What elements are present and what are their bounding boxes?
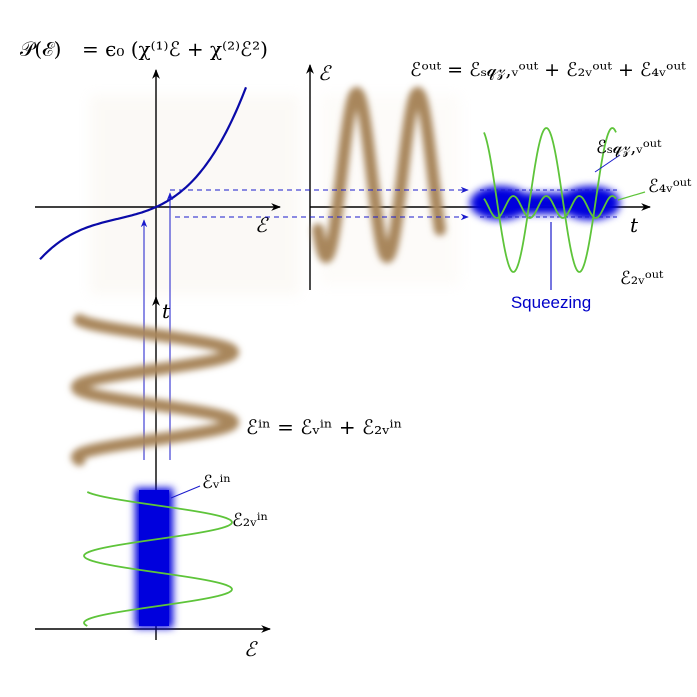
output-4nu-label: ℰ₄ᵥᵒᵘᵗ bbox=[648, 176, 692, 197]
output-field-axis-label: ℰ bbox=[318, 61, 332, 85]
output-field-equation: ℰᵒᵘᵗ = ℰₛ𝓆𝓏,ᵥᵒᵘᵗ + ℰ₂ᵥᵒᵘᵗ + ℰ₄ᵥᵒᵘᵗ bbox=[410, 59, 686, 81]
input-nu-label: ℰᵥⁱⁿ bbox=[202, 472, 231, 493]
output-time-axis-label: t bbox=[630, 213, 639, 237]
output-2nu-wave bbox=[483, 127, 617, 273]
response-x-axis-label: ℰ bbox=[255, 213, 269, 237]
output-sqz-pointer bbox=[594, 154, 621, 173]
input-time-axis-label: t bbox=[162, 299, 171, 323]
response-plot: ℰ 𝒫(ℰ) = ϵ₀ (χ⁽¹⁾ℰ + χ⁽²⁾ℰ²) bbox=[20, 37, 281, 300]
input-nu-pointer bbox=[170, 485, 201, 499]
input-2nu-label: ℰ₂ᵥⁱⁿ bbox=[232, 510, 268, 531]
transfer-arrows bbox=[140, 186, 469, 460]
input-field-equation: ℰⁱⁿ = ℰᵥⁱⁿ + ℰ₂ᵥⁱⁿ bbox=[246, 415, 402, 439]
output-total-field-wave bbox=[312, 86, 446, 264]
input-plot: t ℰ ℰⁱⁿ = ℰᵥⁱⁿ + ℰ₂ᵥⁱⁿ ℰᵥⁱⁿ ℰ₂ᵥⁱⁿ bbox=[35, 296, 402, 661]
input-2nu-wave bbox=[83, 491, 233, 627]
polarization-equation-rhs: = ϵ₀ (χ⁽¹⁾ℰ + χ⁽²⁾ℰ²) bbox=[82, 37, 268, 61]
input-field-axis-label: ℰ bbox=[244, 637, 258, 661]
output-sqz-label: ℰₛ𝓆𝓏,ᵥᵒᵘᵗ bbox=[596, 137, 662, 158]
input-total-field-wave bbox=[70, 314, 240, 466]
output-4nu-pointer bbox=[617, 191, 646, 201]
output-plot: ℰ t ℰᵒᵘᵗ = ℰₛ𝓆𝓏,ᵥᵒᵘᵗ + ℰ₂ᵥᵒᵘᵗ + ℰ₄ᵥᵒᵘᵗ ℰ… bbox=[306, 59, 692, 312]
output-4nu-wave bbox=[483, 195, 617, 219]
polarization-equation-lhs: 𝒫(ℰ) bbox=[20, 37, 62, 61]
input-nu-band-core bbox=[139, 490, 169, 626]
output-2nu-label: ℰ₂ᵥᵒᵘᵗ bbox=[620, 268, 664, 289]
polarization-response-curve bbox=[39, 86, 248, 261]
output-squeezed-band bbox=[470, 186, 620, 220]
squeezing-label: Squeezing bbox=[511, 293, 591, 312]
